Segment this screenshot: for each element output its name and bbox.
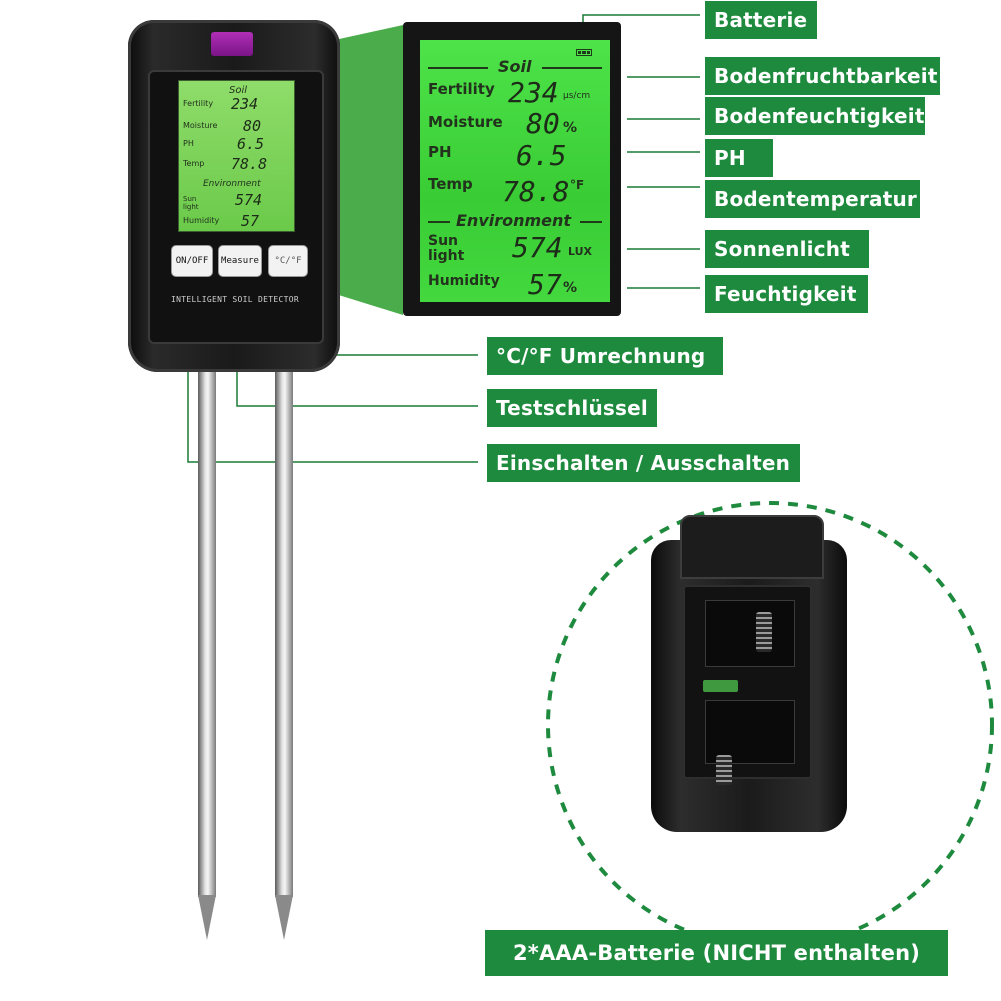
temp-label: Temp [428,175,473,193]
ph-value: 6.5 [516,139,567,172]
small-fertility-value: 234 [231,95,259,113]
ph-label: PH [428,143,452,161]
soil-header-rule-right [542,67,602,69]
battery-icon [576,49,592,56]
battery-spring-icon-2 [716,755,732,785]
humidity-unit: % [563,280,578,296]
small-temp-value: 78.8 [231,155,268,173]
small-temp-label: Temp [183,159,205,168]
fertility-value: 234 [508,76,559,109]
device-light-sensor [211,32,253,56]
probe-left-tip [198,895,216,940]
environment-rule-right [580,221,602,223]
on-off-button[interactable]: ON/OFF [171,245,213,277]
environment-rule-left [428,221,450,223]
sunlight-value: 574 [512,231,563,264]
soil-header-rule-left [428,67,488,69]
moisture-value: 80 [526,107,560,140]
callout-battery: Batterie [705,1,817,39]
probe-left [198,372,216,897]
small-environment-header: Environment [203,179,261,189]
callout-power: Einschalten / Ausschalten [487,444,800,482]
sunlight-unit: LUX [568,245,593,258]
device-small-lcd: Soil Fertility 234 Moisture 80 PH 6.5 Te… [178,80,295,232]
enlarged-lcd: Soil Fertility 234 µs/cm Moisture 80 % P… [420,40,610,302]
small-moisture-label: Moisture [183,121,218,130]
temp-unit: °F [570,178,585,192]
probe-right [275,372,293,897]
callout-fertility: Bodenfruchtbarkeit [705,57,940,95]
battery-compartment-top-clip [680,515,824,579]
small-sunlight-value: 574 [235,191,263,209]
small-moisture-value: 80 [243,117,262,135]
callout-humidity: Feuchtigkeit [705,275,868,313]
probe-right-tip [275,895,293,940]
battery-note: 2*AAA-Batterie (NICHT enthalten) [485,930,948,976]
callout-moisture: Bodenfeuchtigkeit [705,97,925,135]
moisture-label: Moisture [428,113,503,131]
small-ph-value: 6.5 [237,135,265,153]
callout-temperature: Bodentemperatur [705,180,920,218]
small-fertility-label: Fertility [183,99,214,108]
moisture-unit: % [563,120,578,136]
temp-value: 78.8 [502,175,570,208]
small-soil-header: Soil [229,85,248,96]
unit-button[interactable]: °C/°F [268,245,308,277]
battery-spring-icon [756,612,772,652]
small-humidity-value: 57 [241,212,260,230]
level-indicator [703,680,738,692]
unit-button-label: °C/°F [274,256,302,266]
measure-button-label: Measure [221,256,259,266]
humidity-label: Humidity [428,273,500,289]
soil-header: Soil [498,57,532,76]
small-ph-label: PH [183,139,194,148]
battery-slot-bottom [705,700,795,764]
fertility-unit: µs/cm [563,91,591,101]
on-off-button-label: ON/OFF [175,256,209,266]
device-brand-text: INTELLIGENT SOIL DETECTOR [171,295,299,304]
callout-sunlight: Sonnenlicht [705,230,869,268]
measure-button[interactable]: Measure [218,245,262,277]
callout-unit-switch: °C/°F Umrechnung [487,337,723,375]
callout-ph: PH [705,139,773,177]
battery-slot-top [705,600,795,667]
humidity-value: 57 [528,268,562,301]
small-humidity-label: Humidity [183,216,220,225]
fertility-label: Fertility [428,80,495,98]
callout-test-key: Testschlüssel [487,389,657,427]
environment-header: Environment [456,211,572,230]
